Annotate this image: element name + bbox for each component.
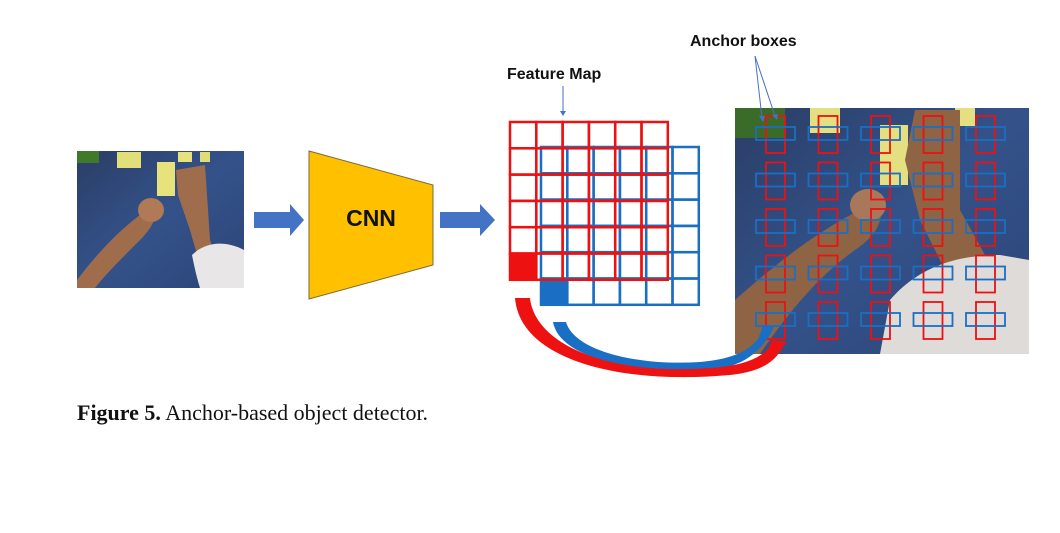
anchor-pointer-head-2 [772,114,778,120]
anchor-tall-box [870,254,891,294]
blue-grid-cell [671,277,701,307]
red-grid-cell [535,120,564,150]
input-image [77,151,244,288]
arrow-cnn-to-feature-map [440,204,495,236]
red-grid-cell [508,147,538,176]
anchor-boxes-label: Anchor boxes [690,33,797,50]
anchor-wide-box [860,265,901,281]
red-grid-cell [640,120,670,150]
anchor-wide-box [860,219,901,234]
blue-grid-cell [671,145,701,175]
blue-grid-cell [566,277,595,307]
blue-highlighted-cell [541,278,568,305]
red-grid-cell [508,199,538,229]
anchor-pointer-head-1 [759,116,765,122]
anchor-tall-box [922,301,944,340]
anchor-wide-box [860,126,901,141]
cnn-label: CNN [346,205,396,231]
blue-mapping-arrow [553,322,774,370]
anchor-tall-box [765,208,786,247]
red-grid-cell [613,120,643,150]
anchor-wide-box [965,126,1006,141]
anchor-tall-box [922,254,944,294]
red-mapping-arrow [515,298,787,378]
blue-grid-cell [644,277,674,307]
anchor-wide-box [965,219,1006,234]
anchor-wide-box [755,265,796,281]
feature-map-red-grid [508,120,670,282]
anchor-wide-box [965,172,1006,188]
anchor-tall-box [975,208,996,247]
red-grid-cell [508,225,538,255]
anchor-wide-box [807,126,849,141]
anchor-tall-box [817,115,839,154]
anchor-tall-box [765,161,786,201]
anchor-box-grid [755,115,1006,340]
anchor-wide-box [912,172,954,188]
red-grid-cell [508,120,538,150]
output-image [735,108,1029,354]
anchor-tall-box [817,208,839,247]
anchor-tall-box [765,301,786,340]
anchor-wide-box [755,312,796,327]
red-highlighted-cell [510,253,537,280]
anchor-wide-box [807,172,849,188]
red-grid-cell [561,120,591,150]
anchor-wide-box [965,312,1006,327]
blue-grid-cell [671,250,701,280]
red-grid-cell [587,120,617,150]
anchor-wide-box [807,312,849,327]
feature-map-blue-grid [539,145,701,307]
figure-caption: Figure 5. Anchor-based object detector. [77,400,428,426]
anchor-tall-box [975,254,996,294]
anchor-pointer-1 [754,55,763,119]
anchor-tall-box [870,301,891,340]
anchor-wide-box [912,265,954,281]
feature-map-label: Feature Map [507,66,601,83]
red-grid-cell [508,173,538,203]
anchor-wide-box [807,265,849,281]
caption-text: Anchor-based object detector. [165,400,429,425]
anchor-wide-box [912,219,954,234]
anchor-tall-box [817,254,839,294]
anchor-tall-box [870,161,891,201]
anchor-wide-box [807,219,849,234]
anchor-wide-box [755,172,796,188]
anchor-tall-box [922,115,944,154]
anchor-tall-box [870,208,891,247]
anchor-pointer-2 [754,55,776,117]
blue-grid-cell [671,224,701,254]
anchor-tall-box [817,301,839,340]
anchor-tall-box [922,208,944,247]
anchor-tall-box [975,161,996,201]
anchor-tall-box [817,161,839,201]
anchor-tall-box [765,254,786,294]
anchor-wide-box [860,172,901,188]
anchor-wide-box [860,312,901,327]
anchor-tall-box [870,115,891,154]
blue-grid-cell [671,198,701,228]
anchor-wide-box [755,126,796,141]
cnn-block [308,150,434,300]
anchor-wide-box [965,265,1006,281]
red-grid-cell [640,252,670,282]
anchor-tall-box [922,161,944,201]
arrow-input-to-cnn [254,204,304,236]
blue-grid-cell [592,277,622,307]
anchor-tall-box [975,115,996,154]
feature-map-pointer-head [560,111,566,116]
anchor-tall-box [975,301,996,340]
blue-grid-cell [618,277,648,307]
anchor-wide-box [912,312,954,327]
caption-label: Figure 5. [77,400,161,425]
anchor-wide-box [755,219,796,234]
blue-grid-cell [671,172,701,201]
anchor-wide-box [912,126,954,141]
